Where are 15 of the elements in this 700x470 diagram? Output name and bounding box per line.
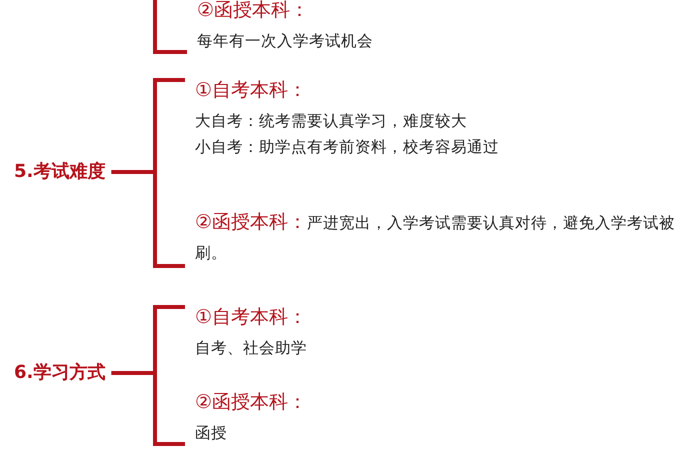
bracket-connector: [111, 371, 185, 446]
bracket-connector: [111, 170, 185, 268]
option-heading: ①自考本科：: [195, 78, 308, 102]
option-paragraph: ②函授本科：严进宽出，入学考试需要认真对待，避免入学考试被刷。: [195, 210, 676, 264]
option-text: 每年有一次入学考试机会: [197, 31, 373, 52]
option-text: 自考、社会助学: [195, 338, 307, 359]
topic-heading: 5.考试难度: [14, 160, 106, 184]
topic-heading: 6.学习方式: [14, 361, 106, 385]
option-text: 函授: [195, 423, 227, 444]
option-heading: ②函授本科：: [197, 0, 310, 22]
option-text: 小自考：助学点有考前资料，校考容易通过: [195, 137, 499, 158]
option-heading: ①自考本科：: [195, 305, 308, 329]
bracket-connector: [153, 0, 187, 54]
option-text: 大自考：统考需要认真学习，难度较大: [195, 111, 467, 132]
option-heading: ②函授本科：: [195, 390, 308, 414]
